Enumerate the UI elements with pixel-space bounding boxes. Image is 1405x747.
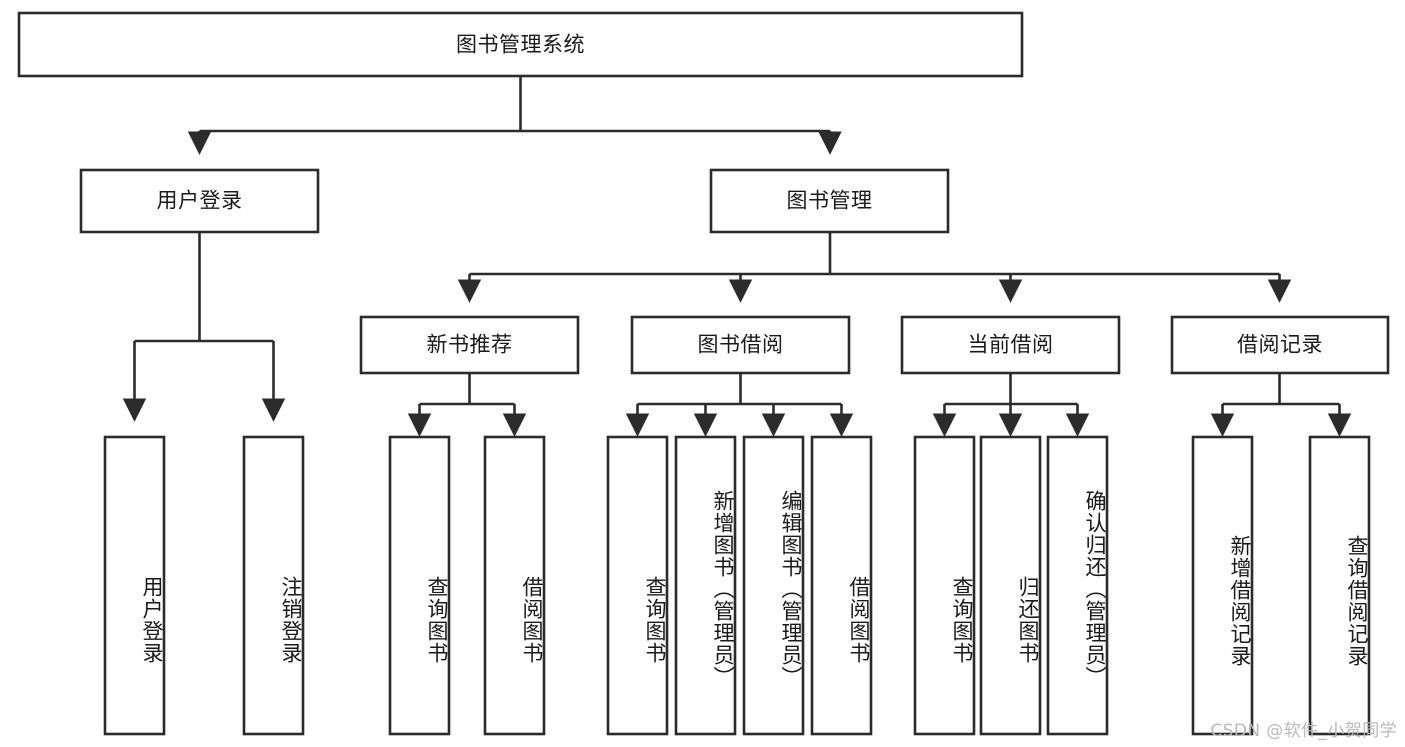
connector-group-book-borrow [625, 373, 854, 437]
node-new-book-recommend[interactable]: 新书推荐 [359, 315, 580, 375]
leaf-borrow-book-2-box[interactable] [810, 435, 873, 736]
connector-group-user-login [122, 232, 286, 422]
leaf-confirm-return-box[interactable] [1046, 435, 1109, 736]
node-root[interactable]: 图书管理系统 [17, 11, 1024, 78]
node-book-borrow-box[interactable] [630, 315, 851, 375]
node-root-box[interactable] [17, 11, 1024, 78]
leaf-add-borrow-record-box[interactable] [1191, 435, 1254, 736]
node-root-label: 图书管理系统 [456, 33, 585, 57]
node-user-login[interactable]: 用户登录 [79, 168, 320, 234]
leaf-user-logout-box[interactable] [242, 435, 305, 736]
leaf-edit-book-box[interactable] [742, 435, 805, 736]
node-new-book-recommend-label: 新书推荐 [427, 333, 513, 357]
leaf-query-book-2-box[interactable] [606, 435, 669, 736]
node-current-borrow-label: 当前借阅 [968, 333, 1054, 357]
node-book-borrow-label: 图书借阅 [698, 333, 784, 357]
connector-group-book-manage [457, 232, 1292, 303]
node-current-borrow-box[interactable] [900, 315, 1121, 375]
node-current-borrow[interactable]: 当前借阅 [900, 315, 1121, 375]
connector-group-new-book-recommend [407, 373, 527, 437]
leaf-return-book-box[interactable] [979, 435, 1042, 736]
leaf-add-book-box[interactable] [674, 435, 737, 736]
connector-group-current-borrow [932, 373, 1090, 437]
node-book-manage[interactable]: 图书管理 [709, 168, 950, 234]
connector-group-root [187, 76, 842, 155]
node-user-login-box[interactable] [79, 168, 320, 234]
node-book-borrow[interactable]: 图书借阅 [630, 315, 851, 375]
node-book-manage-label: 图书管理 [787, 189, 873, 213]
csdn-watermark: CSDN @软件_小贺同学 [1210, 721, 1397, 741]
node-book-manage-box[interactable] [709, 168, 950, 234]
leaf-query-borrow-record-box[interactable] [1308, 435, 1371, 736]
connector-group-borrow-record [1210, 373, 1352, 437]
node-borrow-record-label: 借阅记录 [1237, 333, 1323, 357]
leaf-query-book-1-box[interactable] [388, 435, 451, 736]
node-borrow-record-box[interactable] [1170, 315, 1390, 375]
node-user-login-label: 用户登录 [157, 189, 243, 213]
node-new-book-recommend-box[interactable] [359, 315, 580, 375]
leaf-user-login-box[interactable] [103, 435, 166, 736]
node-borrow-record[interactable]: 借阅记录 [1170, 315, 1390, 375]
leaf-borrow-book-1-box[interactable] [483, 435, 546, 736]
leaf-boxes-group [103, 435, 1371, 736]
leaf-query-book-3-box[interactable] [913, 435, 976, 736]
